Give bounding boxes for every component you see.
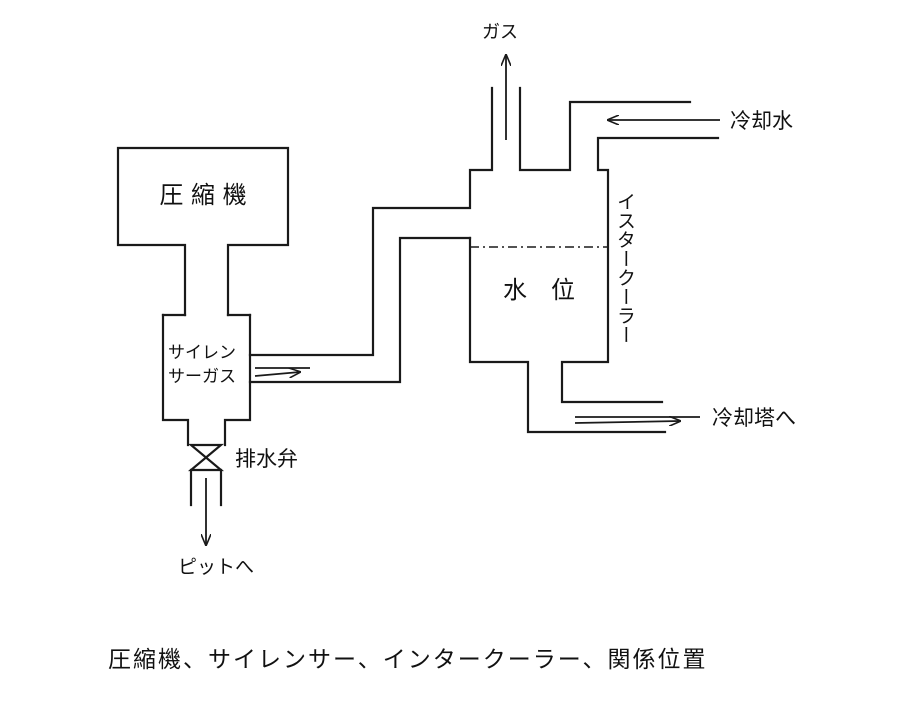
pipe-inner xyxy=(248,236,472,384)
intercooler-right xyxy=(518,86,720,404)
compressor-label: 圧 縮 機 xyxy=(159,181,246,209)
water-level-label: 水 位 xyxy=(503,276,575,304)
drain-pipe xyxy=(189,468,223,507)
intercooler-label: イスタークーラー xyxy=(614,192,636,344)
drain-valve-label: 排水弁 xyxy=(235,447,298,471)
intercooler-outline xyxy=(468,236,667,434)
silencer-gas-arrow xyxy=(254,368,310,376)
silencer-outline xyxy=(161,313,252,447)
to-pit-label: ピットへ xyxy=(178,556,254,578)
drain-valve-icon xyxy=(187,443,225,472)
cooling-water-label: 冷却水 xyxy=(730,109,793,133)
gas-label: ガス xyxy=(482,22,518,43)
cooling-tower-label: 冷却塔へ xyxy=(712,406,796,430)
cooling-tower-arrow xyxy=(574,417,700,423)
compressor-outline xyxy=(116,146,290,317)
pipe-outer xyxy=(248,86,494,357)
figure-caption: 圧縮機、サイレンサー、インタークーラー、関係位置 xyxy=(108,647,708,673)
silencer-label-line2: サーガス xyxy=(168,367,236,387)
silencer-label-line1: サイレン xyxy=(168,343,236,363)
